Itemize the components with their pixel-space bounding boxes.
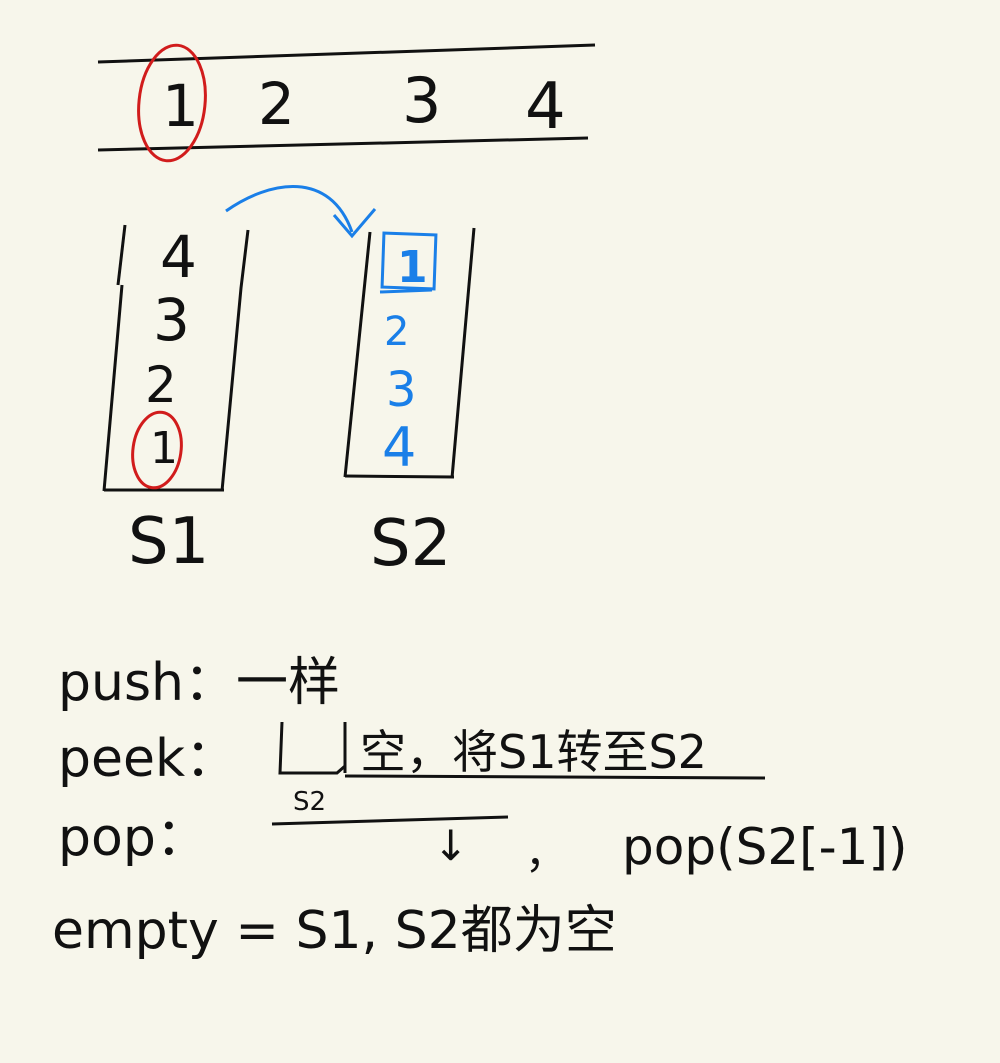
s2-bottom (344, 474, 455, 479)
pop-ditto-line (271, 815, 509, 826)
s1-left-tick (116, 224, 127, 286)
note-pop-comma: ， (525, 829, 567, 878)
s1-right-wall (220, 229, 250, 492)
s2-item-1: 1 (397, 242, 428, 293)
s2-label: S2 (370, 507, 451, 581)
s1-label: S1 (128, 505, 209, 579)
s2-top-underline (379, 288, 433, 294)
s1-left-wall (102, 284, 124, 492)
transfer-arrow (225, 185, 377, 239)
s2-top-highlight-box (380, 231, 438, 291)
s2-item-3: 3 (386, 362, 417, 418)
note-push: push：一样 (58, 653, 340, 713)
queue-highlight-circle (137, 43, 207, 163)
transfer-arrow-head (332, 208, 377, 239)
note-pop-down-arrow: ↓ (433, 821, 468, 870)
note-peek-s2: S2 (293, 787, 326, 817)
queue-top-line (97, 43, 596, 64)
queue-item-3: 3 (402, 64, 441, 137)
queue-item-2: 2 (258, 70, 295, 138)
s1-item-4: 4 (160, 223, 197, 291)
transfer-arrow-curve (225, 185, 354, 233)
queue-diagram: 1 2 3 4 (97, 43, 596, 163)
queue-item-1: 1 (162, 72, 199, 140)
s2-left-wall (343, 231, 372, 478)
s2-item-2: 2 (384, 309, 409, 355)
note-peek-desc: 空，将S1转至S2 (360, 725, 707, 779)
s1-item-3: 3 (153, 286, 190, 354)
note-pop-expr: pop(S2[-1]) (622, 818, 908, 876)
s2-item-4: 4 (382, 416, 416, 479)
operation-notes: push：一样 peek： S2 空，将S1转至S2 pop： ↓ ， pop(… (52, 653, 908, 961)
s2-right-wall (450, 227, 476, 479)
queue-item-4: 4 (525, 70, 566, 144)
note-peek-label: peek： (58, 729, 237, 789)
s1-item-2: 2 (145, 356, 177, 414)
stack-s2: 1 2 3 4 S2 (343, 227, 476, 581)
s1-item-1: 1 (150, 423, 178, 474)
s2-empty-bracket (278, 721, 346, 775)
s1-bottom-highlight-circle (131, 410, 183, 490)
peek-underline (344, 774, 766, 780)
note-empty: empty = S1, S2都为空 (52, 901, 617, 961)
stack-s1: 4 3 2 1 S1 (102, 223, 250, 579)
note-pop-label: pop： (58, 808, 208, 868)
queue-bottom-line (97, 136, 589, 152)
